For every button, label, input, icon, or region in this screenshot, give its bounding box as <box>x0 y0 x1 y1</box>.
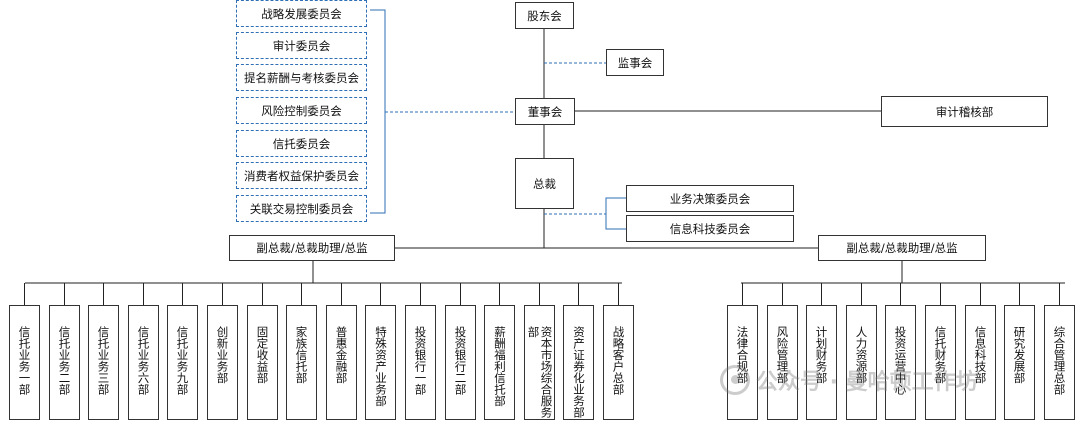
department-label: 创新业务部 <box>215 326 230 384</box>
department-label: 家族信托部 <box>294 326 309 384</box>
committee-label: 信息科技委员会 <box>669 221 751 236</box>
department-box: 创新业务部 <box>207 305 238 420</box>
department-box: 综合管理总部 <box>1044 305 1075 420</box>
committee-label: 风险控制委员会 <box>261 103 342 118</box>
committee-strategy: 战略发展委员会 <box>236 0 367 27</box>
vp-right-label: 副总裁/总裁助理/总监 <box>846 241 958 255</box>
department-label: 固定收益部 <box>255 326 270 384</box>
committee-label: 业务决策委员会 <box>669 191 751 206</box>
department-box: 人力资源部 <box>846 305 877 420</box>
department-label: 投资运营中心 <box>893 326 908 395</box>
department-label: 法律合规部 <box>735 326 750 384</box>
shareholders-box: 股东会 <box>515 2 574 29</box>
audit-dept-label: 审计稽核部 <box>935 104 994 119</box>
right-dept-drops <box>742 283 1060 305</box>
left-dept-drops <box>24 283 619 305</box>
department-label: 信托业务九部 <box>175 326 190 395</box>
vp-left-label: 副总裁/总裁助理/总监 <box>256 241 368 255</box>
committee-it: 信息科技委员会 <box>626 215 794 242</box>
committee-label: 关联交易控制委员会 <box>249 201 354 216</box>
president-box: 总裁 <box>515 158 574 209</box>
department-label: 计划财务部 <box>814 326 829 384</box>
board-label: 董事会 <box>527 104 563 119</box>
department-label: 信托财务部 <box>933 326 948 384</box>
department-box: 计划财务部 <box>806 305 837 420</box>
committee-bracket <box>370 9 386 214</box>
committee-risk: 风险控制委员会 <box>236 97 367 124</box>
department-box: 家族信托部 <box>286 305 317 420</box>
committee-trust: 信托委员会 <box>236 130 367 157</box>
department-label: 人力资源部 <box>854 326 869 384</box>
department-label: 战略客户总部 <box>611 326 626 395</box>
department-box: 投资银行一部 <box>405 305 436 420</box>
committee-related-party: 关联交易控制委员会 <box>236 195 367 222</box>
department-box: 信息科技部 <box>965 305 996 420</box>
board-box: 董事会 <box>515 98 575 125</box>
department-label: 研究发展部 <box>1012 326 1027 384</box>
department-box: 信托业务一部 <box>9 305 40 420</box>
department-label: 特殊资产业务部 <box>374 326 388 407</box>
committee-label: 信托委员会 <box>272 136 331 151</box>
department-box: 薪酬福利信托部 <box>484 305 515 420</box>
department-label: 投资银行二部 <box>453 326 468 395</box>
department-label: 信托业务六部 <box>136 326 151 395</box>
committee-nomination: 提名薪酬与考核委员会 <box>236 64 367 91</box>
president-committee-bracket <box>605 197 626 230</box>
committee-label: 审计委员会 <box>272 38 331 53</box>
department-label: 资产证券化业务部 <box>572 326 586 418</box>
president-label: 总裁 <box>533 176 556 191</box>
committee-label: 提名薪酬与考核委员会 <box>244 70 359 85</box>
department-box: 特殊资产业务部 <box>365 305 396 420</box>
department-box: 资本市场综合服务部 <box>524 305 555 420</box>
department-label: 信托业务二部 <box>57 326 72 395</box>
department-label: 薪酬福利信托部 <box>493 326 507 407</box>
audit-dept-box: 审计稽核部 <box>881 96 1048 127</box>
department-label: 信托业务三部 <box>96 326 111 395</box>
department-box: 战略客户总部 <box>603 305 634 420</box>
department-box: 信托业务二部 <box>49 305 80 420</box>
department-box: 信托业务六部 <box>128 305 159 420</box>
department-box: 资产证券化业务部 <box>563 305 594 420</box>
department-box: 风险管理部 <box>767 305 798 420</box>
committee-audit: 审计委员会 <box>236 32 367 59</box>
committee-consumer: 消费者权益保护委员会 <box>236 162 367 189</box>
department-label: 信息科技部 <box>973 326 988 384</box>
committee-label: 战略发展委员会 <box>261 6 342 21</box>
department-label: 风险管理部 <box>775 326 790 384</box>
department-box: 信托业务九部 <box>167 305 198 420</box>
committee-label: 消费者权益保护委员会 <box>244 168 359 183</box>
department-box: 投资银行二部 <box>445 305 476 420</box>
department-box: 投资运营中心 <box>885 305 916 420</box>
department-box: 研究发展部 <box>1004 305 1035 420</box>
department-label: 信托业务一部 <box>17 326 32 395</box>
department-box: 普惠金融部 <box>326 305 357 420</box>
department-box: 固定收益部 <box>247 305 278 420</box>
department-label: 资本市场综合服务部 <box>526 326 554 418</box>
supervisors-box: 监事会 <box>606 49 664 76</box>
vp-left-box: 副总裁/总裁助理/总监 <box>229 235 395 261</box>
department-box: 法律合规部 <box>727 305 758 420</box>
department-label: 投资银行一部 <box>413 326 428 395</box>
department-box: 信托财务部 <box>925 305 956 420</box>
department-label: 普惠金融部 <box>334 326 349 384</box>
committee-business-decision: 业务决策委员会 <box>626 185 794 212</box>
vp-right-box: 副总裁/总裁助理/总监 <box>818 235 986 261</box>
shareholders-label: 股东会 <box>527 8 562 23</box>
department-label: 综合管理总部 <box>1052 326 1067 395</box>
supervisors-label: 监事会 <box>617 55 653 70</box>
department-box: 信托业务三部 <box>88 305 119 420</box>
